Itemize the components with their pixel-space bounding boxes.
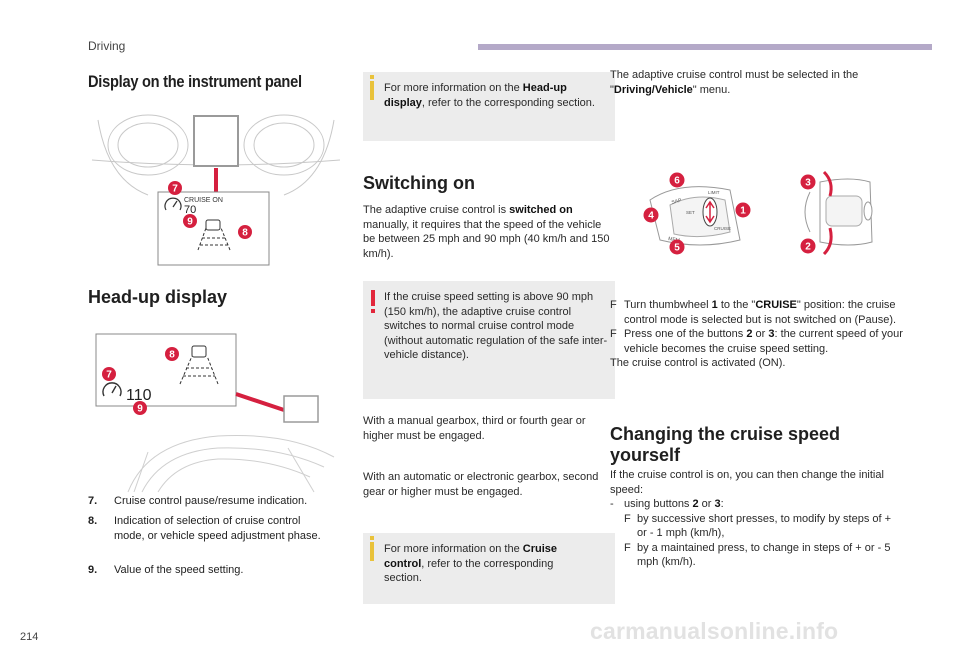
svg-text:6: 6	[674, 176, 680, 187]
hud-speedometer-icon	[102, 382, 122, 397]
info-icon	[370, 536, 374, 561]
svg-text:SAP: SAP	[671, 197, 683, 206]
page-number: 214	[20, 631, 39, 643]
svg-text:3: 3	[805, 178, 811, 189]
changing-speed-text: If the cruise control is on, you can the…	[610, 468, 900, 570]
info-box-cruise-control: For more information on the Cruise contr…	[363, 533, 615, 604]
step-press-button: F Press one of the buttons 2 or 3: the c…	[610, 328, 903, 355]
title-instrument-panel: Display on the instrument panel	[88, 72, 302, 91]
paragraph-automatic-gearbox: With an automatic or electronic gearbox,…	[363, 471, 599, 498]
title-head-up-display: Head-up display	[88, 287, 228, 307]
paragraph-switched-on: The adaptive cruise control is switched …	[363, 204, 610, 260]
svg-text:2: 2	[805, 242, 811, 253]
watermark: carmanualsonline.info	[590, 618, 839, 644]
paragraph-manual-gearbox: With a manual gearbox, third or fourth g…	[363, 415, 586, 442]
step-turn-thumbwheel: F Turn thumbwheel 1 to the "CRUISE" posi…	[610, 299, 897, 326]
callout-2-badge: 2	[800, 238, 816, 254]
instrument-panel-illustration: CRUISE ON 70 7 9 8	[91, 114, 341, 266]
svg-text:LIMIT: LIMIT	[708, 190, 720, 195]
header-accent-bar	[478, 44, 932, 50]
cluster-cruise-label: CRUISE ON	[184, 197, 223, 204]
callout-3-badge: 3	[800, 174, 816, 190]
callout-9-hud-badge: 9	[133, 401, 147, 415]
svg-text:8: 8	[169, 350, 175, 361]
svg-text:4: 4	[648, 211, 654, 222]
paragraph-driving-vehicle-menu: The adaptive cruise control must be sele…	[610, 69, 859, 96]
svg-text:SET: SET	[686, 210, 695, 215]
cruise-stalk-illustration: SAP LIMIT SET MEM CRUISE 6 4 5 1	[643, 172, 751, 255]
callout-8-hud-badge: 8	[165, 347, 179, 361]
callout-1-badge: 1	[735, 202, 751, 218]
svg-text:8: 8	[242, 228, 248, 239]
info-icon	[370, 75, 374, 100]
callout-9-badge: 9	[183, 214, 197, 228]
instruction-step-list: F Turn thumbwheel 1 to the "CRUISE" posi…	[610, 298, 910, 371]
section-label: Driving	[88, 39, 126, 53]
svg-text:9: 9	[187, 217, 193, 228]
vehicle-distance-icon	[197, 219, 231, 251]
warning-box-speed: If the cruise speed setting is above 90 …	[363, 281, 615, 399]
head-up-display-illustration: 110 8 7 9	[95, 333, 335, 493]
callout-5-badge: 5	[669, 239, 685, 255]
svg-text:5: 5	[674, 243, 680, 254]
svg-text:1: 1	[740, 206, 746, 217]
sub-step-short-press: F by successive short presses, to modify…	[624, 512, 892, 540]
title-switching-on: Switching on	[363, 173, 475, 193]
paragraph-activated: The cruise control is activated (ON).	[610, 357, 786, 369]
hud-speed-value: 110	[126, 387, 152, 404]
callout-7-hud-badge: 7	[102, 367, 116, 381]
info-box-head-up: For more information on the Head-up disp…	[363, 72, 615, 141]
svg-text:CRUISE: CRUISE	[714, 226, 731, 231]
callout-7-badge: 7	[168, 181, 182, 195]
sub-step-maintained-press: F by a maintained press, to change in st…	[624, 541, 891, 569]
cluster-speed-value: 70	[184, 204, 196, 216]
hud-vehicle-distance-icon	[179, 345, 219, 385]
using-buttons-line: - using buttons 2 or 3:	[610, 498, 724, 510]
svg-text:MEM: MEM	[668, 236, 681, 244]
warning-icon	[371, 290, 375, 313]
callout-8-badge: 8	[238, 225, 252, 239]
svg-text:7: 7	[172, 184, 178, 195]
title-changing-cruise-speed: Changing the cruise speed yourself	[610, 424, 841, 465]
steering-wheel-buttons-illustration: 3 2	[800, 170, 873, 256]
cruise-speedometer-icon	[164, 197, 182, 211]
svg-text:7: 7	[106, 370, 112, 381]
callout-6-badge: 6	[669, 172, 685, 188]
callout-4-badge: 4	[643, 207, 659, 223]
svg-text:9: 9	[137, 404, 143, 415]
